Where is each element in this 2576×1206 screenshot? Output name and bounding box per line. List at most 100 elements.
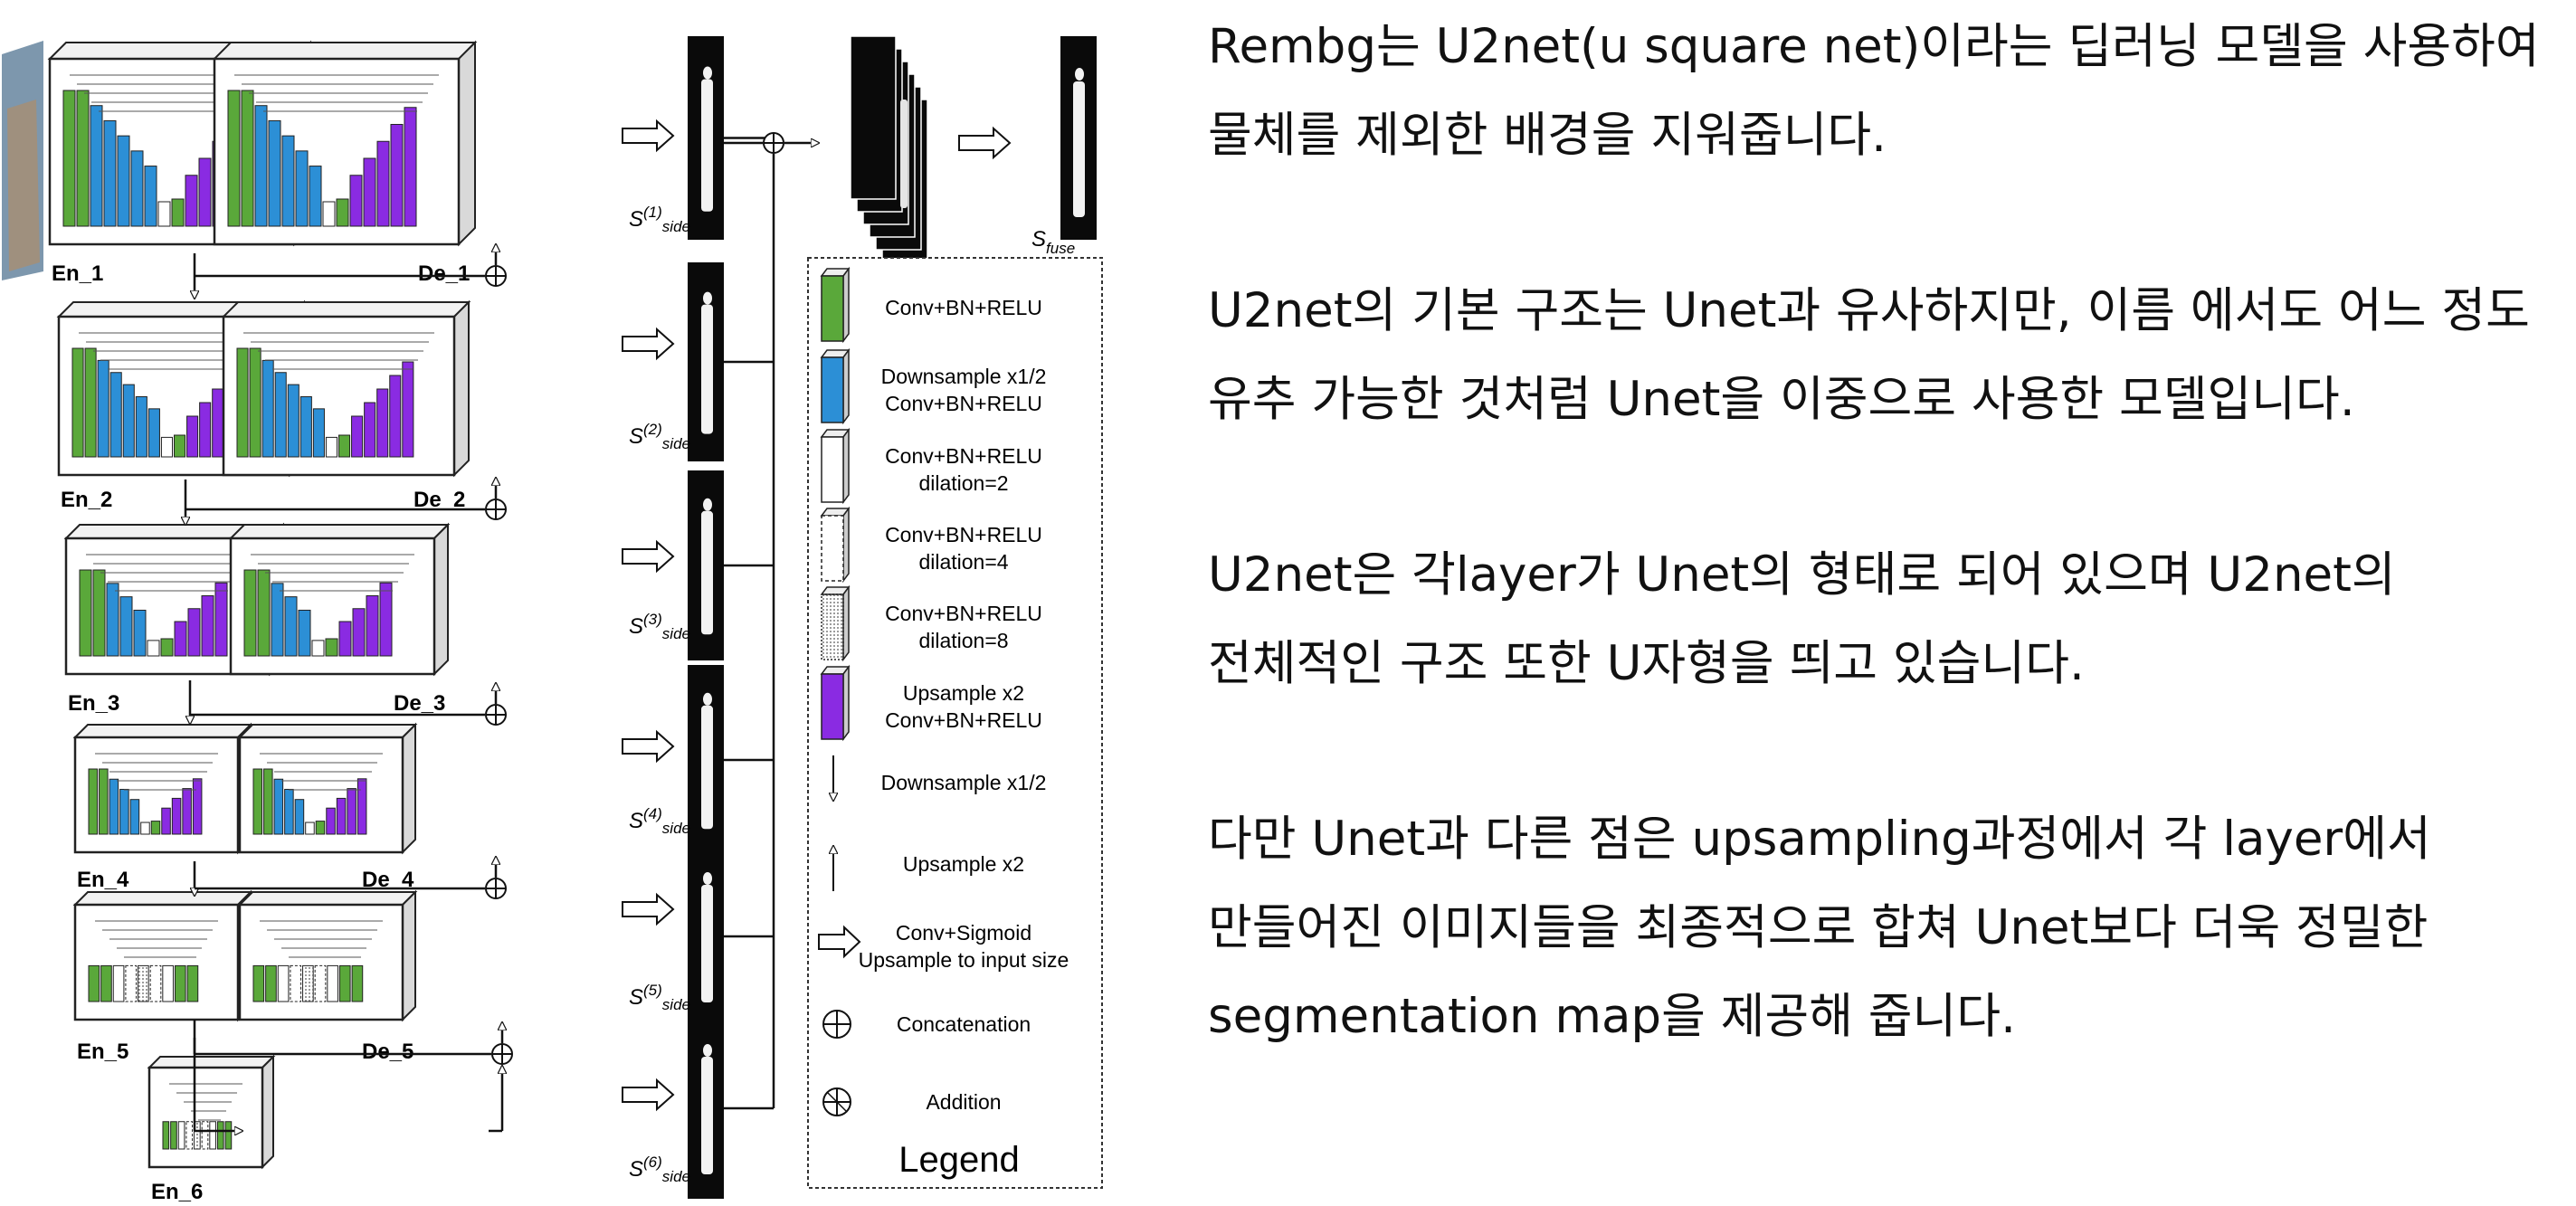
internal-layer-bar bbox=[79, 569, 92, 657]
internal-layer-bar bbox=[157, 201, 171, 227]
internal-layer-bar bbox=[129, 799, 140, 835]
internal-layer-bar bbox=[174, 964, 186, 1002]
legend-item-label: Concatenation bbox=[897, 1012, 1031, 1036]
internal-layer-bar bbox=[263, 768, 273, 835]
internal-layer-bar bbox=[305, 821, 315, 835]
internal-layer-bar bbox=[140, 821, 150, 835]
internal-layer-bar bbox=[376, 388, 389, 458]
internal-layer-bar bbox=[216, 1121, 224, 1150]
encoder-label: En_5 bbox=[77, 1040, 128, 1064]
legend-item-label: Conv+Sigmoid bbox=[896, 921, 1031, 945]
encoder-label: En_3 bbox=[68, 691, 119, 716]
internal-layer-bar bbox=[76, 90, 90, 227]
block-front-face bbox=[147, 1066, 264, 1169]
internal-layer-bar bbox=[88, 964, 100, 1002]
side-output-label: S(2)side bbox=[629, 421, 690, 452]
legend-item-label: Conv+BN+RELU bbox=[885, 523, 1042, 546]
internal-layer-bar bbox=[160, 638, 174, 657]
internal-layer-bar bbox=[338, 964, 351, 1002]
internal-layer-bar bbox=[109, 778, 119, 835]
mask-silhouette-body bbox=[701, 304, 713, 434]
stacked-side-map bbox=[850, 35, 897, 200]
block-top-face bbox=[72, 724, 253, 738]
internal-layer-bar bbox=[149, 964, 162, 1002]
internal-layer-bar bbox=[336, 797, 347, 835]
internal-layer-bar bbox=[236, 347, 249, 458]
mask-silhouette-head bbox=[1075, 68, 1084, 81]
internal-layer-bar bbox=[103, 119, 117, 227]
internal-layer-bar bbox=[302, 964, 314, 1002]
mask-silhouette-head bbox=[703, 66, 712, 80]
internal-layer-bar bbox=[402, 361, 414, 458]
internal-layer-bar bbox=[201, 595, 214, 657]
internal-layer-bar bbox=[99, 768, 109, 835]
internal-layer-bar bbox=[366, 595, 379, 657]
hollow-right-arrow-icon bbox=[818, 925, 861, 959]
decoder-block-2 bbox=[221, 299, 471, 478]
hollow-right-arrow-icon bbox=[958, 126, 1012, 160]
legend-item-label: Conv+BN+RELU bbox=[885, 296, 1042, 319]
internal-layer-bar bbox=[209, 1121, 216, 1150]
side-output-label: S(6)side bbox=[629, 1154, 690, 1185]
internal-layer-bar bbox=[214, 582, 228, 657]
internal-layer-bar bbox=[314, 964, 327, 1002]
legend-item-label: Upsample to input size bbox=[859, 948, 1069, 972]
mask-silhouette-head bbox=[703, 498, 712, 511]
internal-layer-bar bbox=[379, 582, 393, 657]
hollow-right-arrow-icon bbox=[622, 892, 675, 926]
description-line: Rembg는 U2net(u square net)이라는 딥러닝 모델을 사용… bbox=[1208, 19, 2540, 74]
legend-item-label: Downsample x1/2 bbox=[881, 365, 1047, 388]
internal-layer-bar bbox=[122, 384, 135, 458]
legend-item-label: Conv+BN+RELU bbox=[885, 602, 1042, 625]
block-top-face bbox=[237, 891, 418, 906]
hollow-right-arrow-icon bbox=[622, 1078, 675, 1112]
internal-layer-bar bbox=[144, 166, 157, 227]
internal-layer-bar bbox=[199, 402, 212, 458]
decoder-label: De_1 bbox=[418, 261, 470, 286]
decoder-block-5 bbox=[237, 889, 418, 1022]
legend-title: Legend bbox=[898, 1140, 1019, 1180]
internal-layer-bar bbox=[351, 415, 364, 458]
mask-silhouette-head bbox=[703, 872, 712, 885]
internal-layer-bar bbox=[338, 621, 352, 657]
internal-layer-bar bbox=[352, 608, 366, 657]
internal-layer-bar bbox=[119, 788, 129, 835]
mask-silhouette-body bbox=[701, 510, 713, 635]
mask-silhouette-body bbox=[701, 885, 713, 1002]
internal-layer-bar bbox=[130, 150, 144, 227]
internal-layer-bar bbox=[290, 964, 302, 1002]
internal-layer-bar bbox=[298, 609, 311, 657]
encoder-block-6 bbox=[147, 1054, 276, 1170]
concatenation-node-icon bbox=[485, 878, 507, 899]
internal-layer-bar bbox=[268, 119, 281, 227]
purple-upsample-block-icon bbox=[820, 664, 851, 742]
legend-item-label: Addition bbox=[926, 1090, 1001, 1114]
block-top-face bbox=[228, 524, 451, 539]
description-line: 물체를 제외한 배경을 지워줍니다. bbox=[1208, 108, 1887, 163]
internal-layer-bar bbox=[336, 198, 349, 227]
decoder-block-1 bbox=[212, 40, 478, 247]
internal-layer-bar bbox=[90, 105, 103, 227]
encoder-block-4 bbox=[72, 722, 253, 855]
internal-layer-bar bbox=[117, 135, 130, 227]
description-line: U2net의 기본 구조는 Unet과 유사하지만, 이름 에서도 어느 정도 bbox=[1208, 283, 2530, 338]
internal-layer-bar bbox=[162, 964, 174, 1002]
internal-layer-bar bbox=[162, 1121, 170, 1150]
block-front-face bbox=[73, 903, 240, 1021]
internal-layer-bar bbox=[186, 415, 199, 458]
internal-layer-bar bbox=[186, 964, 199, 1002]
side-output-label: S(5)side bbox=[629, 982, 690, 1013]
internal-layer-bar bbox=[364, 402, 376, 458]
green-conv-block-icon bbox=[820, 266, 851, 344]
internal-layer-bar bbox=[243, 569, 257, 657]
block-top-face bbox=[237, 724, 418, 738]
internal-layer-bar bbox=[271, 583, 284, 657]
internal-layer-bar bbox=[177, 1121, 185, 1150]
internal-layer-bar bbox=[97, 359, 109, 458]
internal-layer-bar bbox=[71, 347, 84, 458]
internal-layer-bar bbox=[294, 799, 305, 835]
internal-layer-bar bbox=[171, 797, 182, 835]
description-paragraph-4: 다만 Unet과 다른 점은 upsampling과정에서 각 layer에서 … bbox=[1208, 795, 2556, 1061]
description-line: 유추 가능한 것처럼 Unet을 이중으로 사용한 모델입니다. bbox=[1208, 372, 2355, 427]
concatenation-node-icon bbox=[485, 265, 507, 287]
